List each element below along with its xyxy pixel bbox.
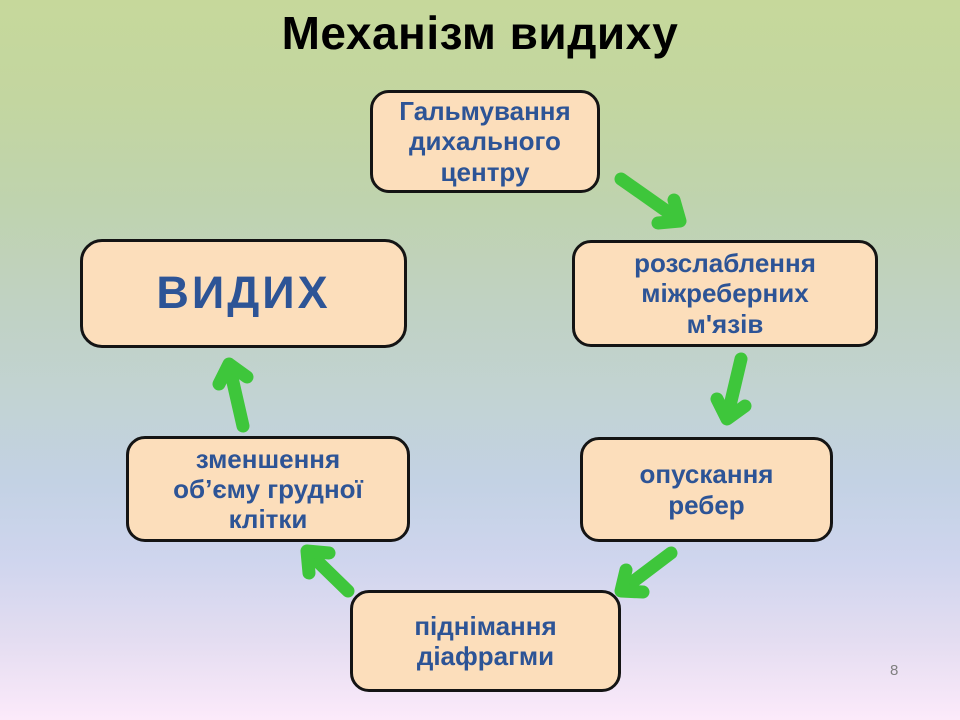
node-inhibition: Гальмування дихального центру — [370, 90, 600, 193]
page-number: 8 — [890, 662, 899, 679]
arrow-inhibition-to-relaxation — [614, 172, 687, 230]
node-relaxation: розслаблення міжреберних м'язів — [572, 240, 878, 347]
node-exhale: ВИДИХ — [80, 239, 407, 348]
node-rib-lowering: опускання ребер — [580, 437, 833, 542]
node-diaphragm-raising: піднімання діафрагми — [350, 590, 621, 692]
slide-title: Механізм видиху — [281, 7, 679, 59]
arrow-ribs-to-diaphragm — [614, 546, 678, 599]
arrow-volume-to-exhale — [212, 357, 254, 433]
node-volume-decrease: зменшення об’єму грудної клітки — [126, 436, 410, 542]
arrow-diaphragm-to-volume — [300, 544, 355, 598]
arrow-relaxation-to-ribs — [710, 352, 752, 426]
